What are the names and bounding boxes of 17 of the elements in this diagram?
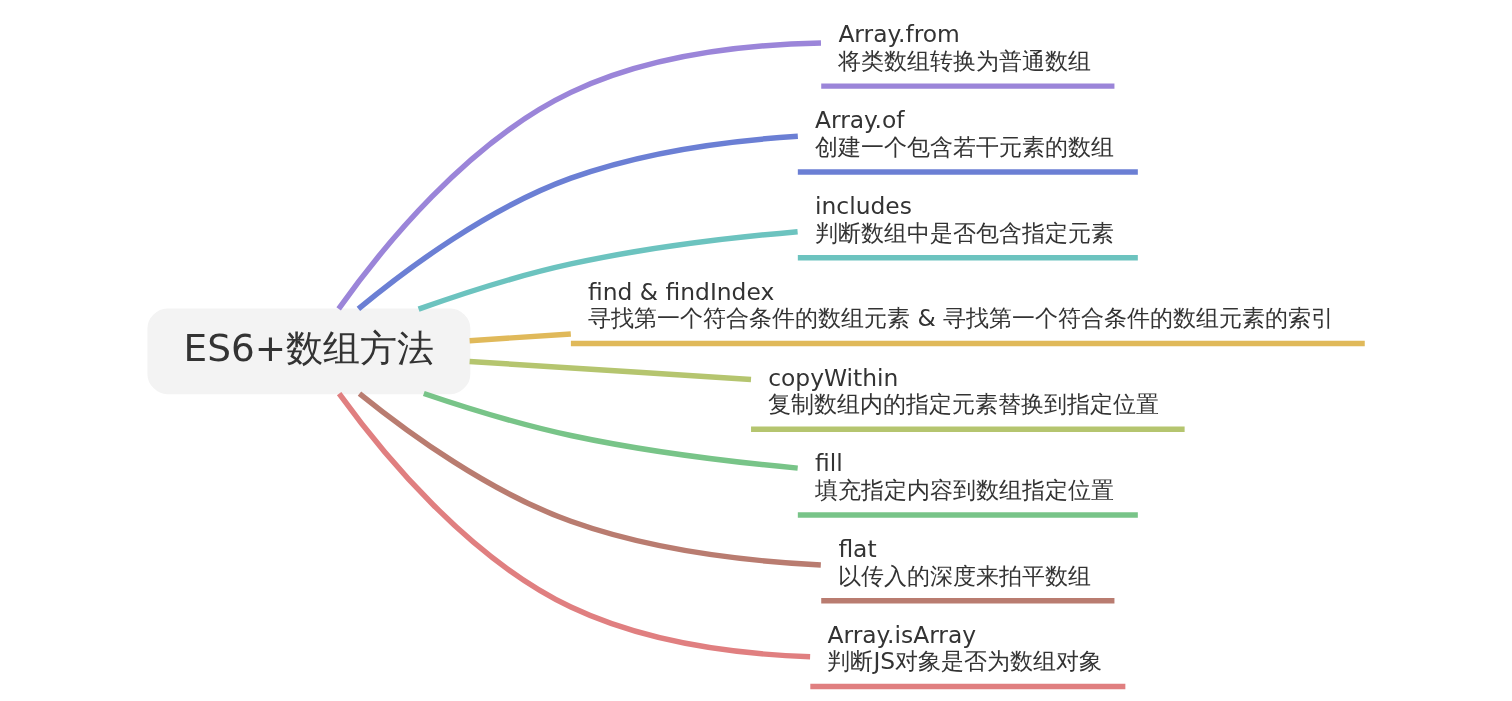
node-box: ES6+数组方法 xyxy=(146,308,470,395)
node-text: Array.isArray 判断JS对象是否为数组对象 xyxy=(826,620,1102,676)
node-text: flat 以传入的深度来拍平数组 xyxy=(837,535,1091,590)
node-text: includes 判断数组中是否包含指定元素 xyxy=(814,192,1114,247)
node-text: Array.of 创建一个包含若干元素的数组 xyxy=(814,106,1114,161)
node-text: fill 填充指定内容到数组指定位置 xyxy=(814,449,1114,504)
connector xyxy=(468,358,751,383)
connector xyxy=(336,391,810,660)
node-text: copyWithin 复制数组内的指定元素替换到指定位置 xyxy=(767,363,1159,419)
connector xyxy=(422,390,798,471)
connector xyxy=(335,40,821,311)
connector xyxy=(468,331,571,344)
connector xyxy=(357,391,821,568)
connector xyxy=(356,133,798,312)
connector xyxy=(417,228,798,312)
node-text: Array.from 将类数组转换为普通数组 xyxy=(837,20,1091,75)
node-text: find & findIndex 寻找第一个符合条件的数组元素 & 寻找第一个符合条件的数组元素的索引 xyxy=(587,277,1334,333)
